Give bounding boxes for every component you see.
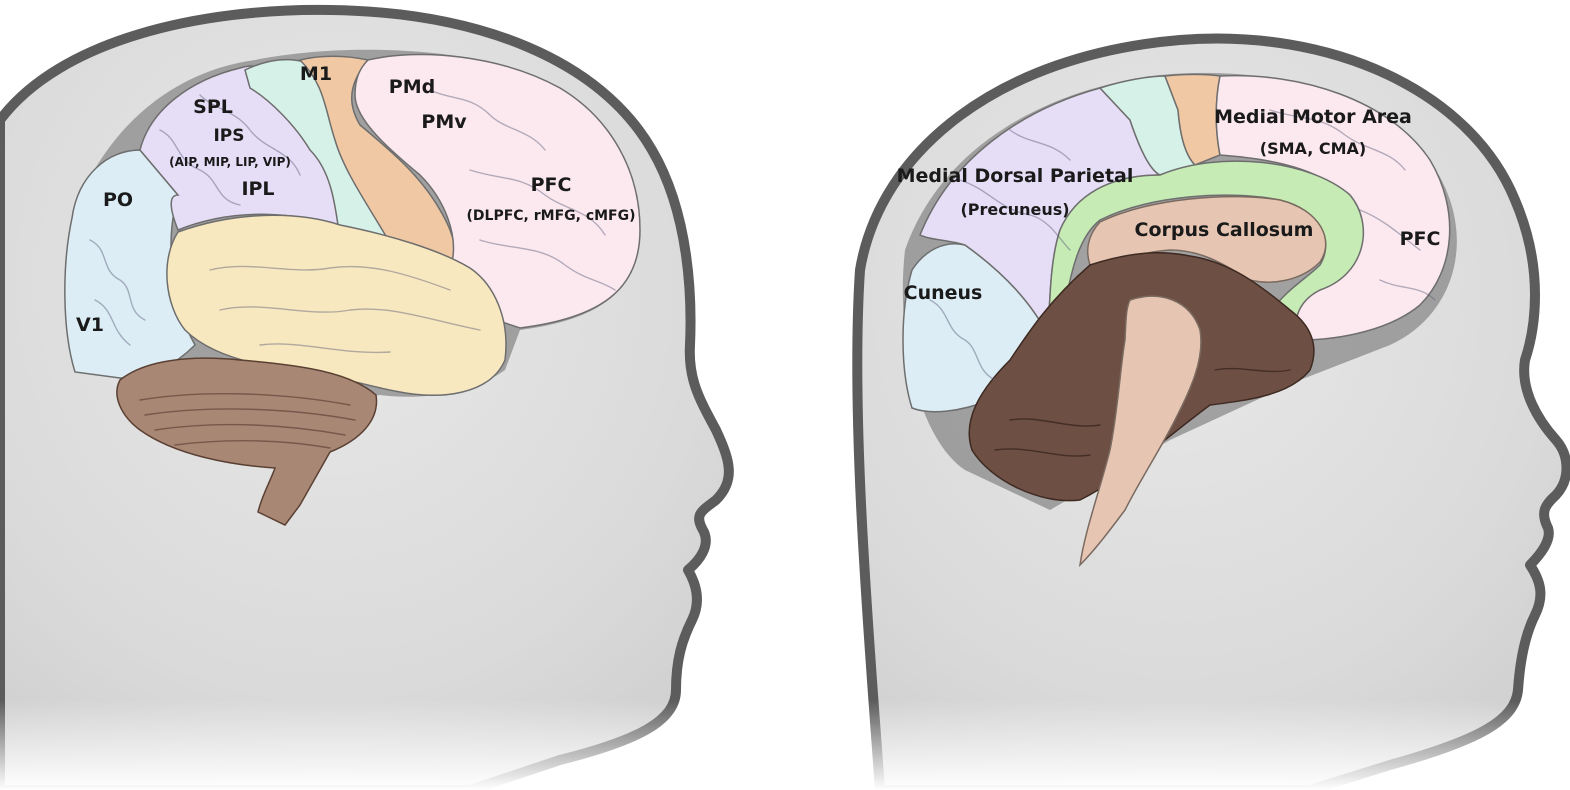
label-medial-motor-sub: (SMA, CMA)	[1260, 139, 1366, 158]
label-medial-motor-area: Medial Motor Area	[1214, 106, 1412, 128]
label-po: PO	[103, 189, 133, 211]
label-spl: SPL	[193, 96, 233, 118]
label-corpus-callosum: Corpus Callosum	[1135, 219, 1314, 241]
label-pfc-sub: (DLPFC, rMFG, cMFG)	[467, 208, 636, 224]
label-medial-dorsal-parietal: Medial Dorsal Parietal	[897, 165, 1134, 187]
label-v1: V1	[76, 314, 104, 336]
label-medial-pfc: PFC	[1400, 228, 1441, 250]
lateral-view: M1 PMd PMv SPL IPS (AIP, MIP, LIP, VIP) …	[0, 10, 760, 790]
label-pmd: PMd	[389, 76, 435, 98]
label-m1: M1	[300, 63, 332, 85]
label-ipl: IPL	[241, 178, 274, 200]
label-pmv: PMv	[421, 111, 467, 133]
label-ips-sub: (AIP, MIP, LIP, VIP)	[169, 155, 291, 169]
label-pfc: PFC	[531, 174, 572, 196]
label-precuneus: (Precuneus)	[960, 200, 1069, 219]
label-ips: IPS	[213, 126, 244, 146]
medial-view: Medial Motor Area (SMA, CMA) Medial Dors…	[850, 39, 1570, 790]
label-cuneus: Cuneus	[904, 282, 983, 304]
